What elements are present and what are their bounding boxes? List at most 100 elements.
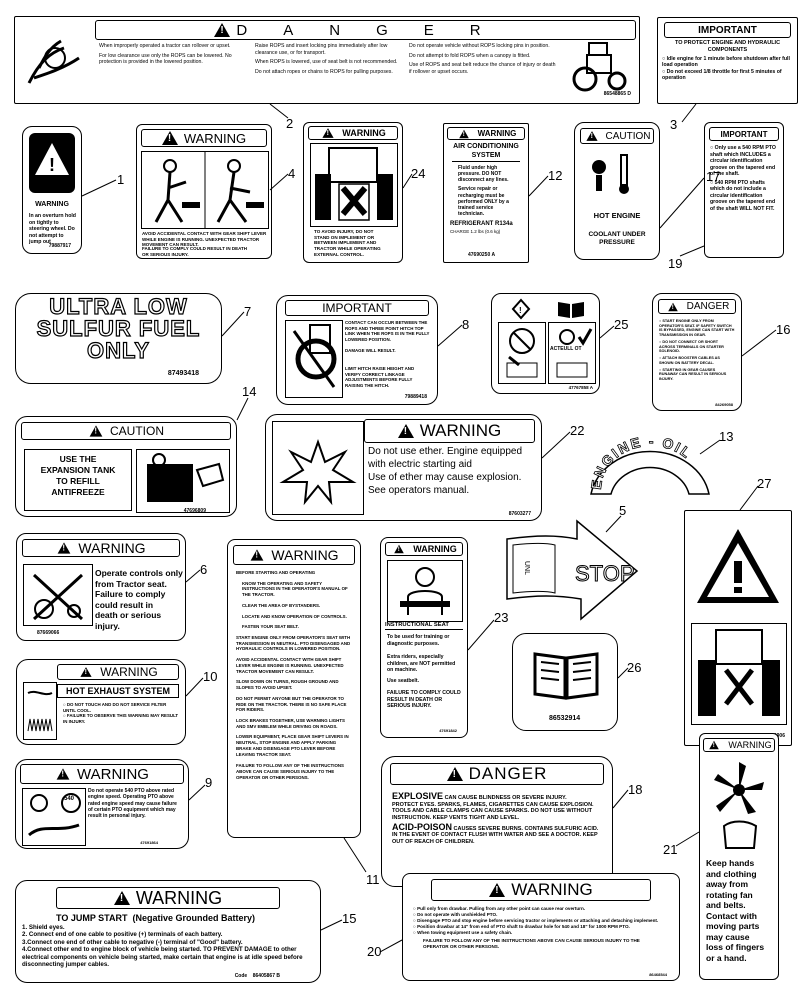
warning-text: and clothing [706,868,757,879]
warning-triangle-icon [161,131,178,145]
part-code: 47690250 A [468,252,496,258]
warning-item: SLOW DOWN ON TURNS, ROUGH GROUND AND SLO… [236,679,339,691]
danger-title: DANGER [236,21,517,39]
hot-surface-icon [23,682,57,740]
warning-item: Position drawbar at 14" from end of PTO … [413,924,669,930]
coolant-label: COOLANT UNDER PRESSURE [588,231,646,247]
seat-text: FAILURE TO COMPLY COULD RESULT IN DEATH … [387,690,461,709]
warning-title: WARNING [183,130,247,146]
decal-25-fuel-pictogram: ! ACTEULL OT 47767858 A [491,293,600,394]
warning-triangle-icon [251,549,264,561]
callout-22: 22 [570,423,585,438]
warning-item: Disengage PTO and stop engine before ser… [413,918,669,924]
important-header: IMPORTANT [664,22,791,38]
callout-27: 27 [757,476,772,491]
gear-shift-hazard-icon [141,151,269,229]
callout-15: 15 [342,911,357,926]
tractor-crush-icon [691,623,787,725]
callout-7: 7 [244,304,252,319]
warning-text: TO AVOID INJURY, DO NOT STAND ON IMPLEME… [314,229,381,257]
seatbelt-icon [387,560,463,622]
danger-title: DANGER [468,764,548,783]
warning-header: WARNING [22,539,180,557]
part-code: 47767858 A [568,385,593,390]
warning-item: CLEAR THE AREA OF BYSTANDERS. [242,602,321,608]
decal-9-pto-warning: WARNING 540 Do not operate 540 PTO above… [15,759,189,849]
hitch-hazard-icon [285,320,343,398]
callout-16: 16 [776,322,791,337]
decal-7-fuel: ULTRA LOW SULFUR FUEL ONLY 87493418 [15,293,222,384]
warning-triangle-icon: ! [29,133,75,193]
hot-engine-label: HOT ENGINE [593,211,641,220]
caution-text: USE THE [59,454,97,464]
warning-text: AVOID ACCIDENTAL CONTACT WITH GEAR SHIFT… [142,231,267,248]
callout-3: 3 [670,117,678,132]
warning-title: WARNING [342,128,386,138]
warning-triangle-icon [585,131,598,141]
callout-10: 10 [203,669,218,684]
tractor-seat-icon [23,564,93,626]
part-code: 47696809 [183,508,206,514]
warning-triangle-icon [113,891,130,905]
callout-23: 23 [494,610,509,625]
callout-17: 17 [706,169,721,184]
warning-title: WARNING [35,201,69,208]
warning-header: WARNING [57,664,179,680]
warning-text: FAILURE TO COMPLY COULD RESULT IN DEATH … [142,246,248,257]
danger-text: Use of ROPS and seat belt reduce the cha… [409,62,556,75]
warning-diamond-icon: ! [498,298,544,320]
decal-4-warning: WARNING AVOID ACCIDENTAL CONTACT WITH GE… [136,124,272,259]
important-header: IMPORTANT [285,300,429,316]
callout-6: 6 [200,562,208,577]
decal-5-stop: STOP UNL [497,515,647,623]
manual-book-icon [531,644,601,702]
part-code: 47691842 [439,728,457,733]
warning-text: away from [706,879,749,889]
approved-fuel-icon [548,322,596,384]
callout-24: 24 [411,166,426,181]
warning-text: Operate controls only [95,568,183,578]
danger-item: START ENGINE ONLY FROM OPERATOR'S SEAT. … [659,319,735,338]
warning-triangle-icon [214,23,231,37]
warning-triangle-icon [56,768,70,780]
warning-header: WARNING [56,887,280,909]
decal-12-ac-warning: WARNING AIR CONDITIONING SYSTEM Fluid un… [443,123,529,263]
important-item: Do not exceed 1/8 throttle for first 5 m… [662,69,793,82]
callout-11: 11 [366,872,380,887]
warning-triangle-icon [58,542,71,554]
part-code: 87493418 [167,370,199,377]
important-item: 540 RPM PTO shafts which do not include … [710,180,778,213]
caution-header: CAUTION [580,128,654,144]
decal-26-manual: 86532914 [512,633,618,731]
callout-19: 19 [668,256,683,271]
danger-text: Do not operate vehicle without ROPS lock… [409,43,550,49]
warning-triangle-icon [489,883,506,897]
danger-item: STARTING IN GEAR CAUSES RUNAWAY CAN RESU… [659,368,735,382]
tractor-rear-icon [310,143,398,227]
part-code: 86532914 [549,715,581,722]
decal-24-warning: WARNING TO AVOID INJURY, DO NOT STAND ON… [303,122,403,263]
jump-start-step: 2. Connect end of one cable to positive … [22,931,223,939]
important-sub: TO PROTECT ENGINE AND HYDRAULIC COMPONEN… [674,40,781,53]
warning-item: LOCK BRAKES TOGETHER, USE WARNING LIGHTS… [236,717,345,729]
danger-text: When improperly operated a tractor can r… [99,43,231,49]
warning-text: Contact with [706,910,757,921]
part-code: 87603277 [508,511,531,517]
warning-item: FAILURE TO OBSERVE THIS WARNING MAY RESU… [63,713,179,724]
warning-title: WARNING [271,547,339,563]
warning-item: BEFORE STARTING AND OPERATING [236,570,316,575]
decal-15-jump-start: WARNING TO JUMP START (Negative Grounded… [15,880,321,983]
manual-icon [548,298,594,320]
warning-item: DO NOT PERMIT ANYONE BUT THE OPERATOR TO… [236,695,347,713]
warning-header: WARNING [141,129,267,147]
decal-8-important: IMPORTANT CONTACT CAN OCCUR BETWEEN THE … [276,295,438,405]
warning-item: Do not operate with unshielded PTO. [413,912,669,918]
caution-title: CAUTION [110,424,164,438]
unl-text: UNL [523,561,530,575]
decal-16-danger: DANGER START ENGINE ONLY FROM OPERATOR'S… [652,293,742,411]
decal-23-instructional-seat: WARNING INSTRUCTIONAL SEAT To be used fo… [380,537,468,738]
warning-triangle-icon [458,129,469,138]
warning-triangle-icon [446,767,463,781]
danger-text: CAN CAUSE BLINDNESS OR SEVERE INJURY. [444,795,567,801]
warning-footer: FAILURE TO FOLLOW ANY OF THE INSTRUCTION… [423,937,640,949]
